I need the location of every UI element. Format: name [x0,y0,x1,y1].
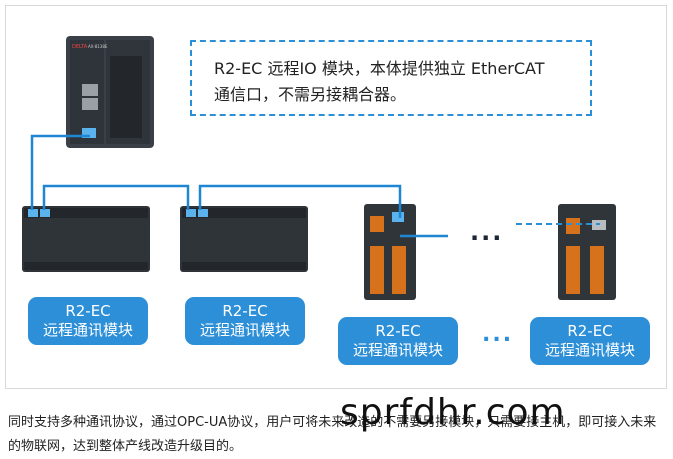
module-label-2-line1: R2-EC [222,302,268,320]
ethercat-port-icon [392,212,404,222]
module-label-3-line2: 远程通讯模块 [352,341,443,359]
module-label-1-line1: R2-EC [65,302,111,320]
ethercat-port-icon [40,209,50,217]
remote-io-module-1 [22,206,150,272]
ethercat-port-icon [198,209,208,217]
ellipsis-top: ... [470,218,504,246]
module-label-3-line1: R2-EC [375,322,421,340]
controller-model: AX-8138E [88,44,108,49]
module-label-4-line1: R2-EC [567,322,613,340]
module-label-1: R2-EC 远程通讯模块 [28,297,148,345]
module-label-4: R2-EC 远程通讯模块 [530,317,650,365]
ellipsis-bottom: ... [482,322,514,347]
module-label-4-line2: 远程通讯模块 [544,341,635,359]
ethernet-port-icon [82,84,98,96]
remote-io-module-2 [180,206,308,272]
caption-text: 同时支持多种通讯协议，通过OPC-UA协议，用户可将未来改造的不需要另接模块，只… [8,415,657,454]
controller-brand: DELTA [72,44,88,50]
ethercat-port-icon [82,128,96,138]
ethercat-port-icon [186,209,196,217]
remote-io-module-4 [558,204,616,300]
watermark: sprfdhr.com [340,392,566,433]
callout-note: R2-EC 远程IO 模块，本体提供独立 EtherCAT 通信口，不需另接耦合… [190,40,592,116]
module-label-3: R2-EC 远程通讯模块 [338,317,458,365]
module-label-1-line2: 远程通讯模块 [42,321,133,339]
callout-line-1: R2-EC 远程IO 模块，本体提供独立 EtherCAT [214,59,545,78]
ethercat-links [30,134,448,238]
callout-line-2: 通信口，不需另接耦合器。 [214,85,407,104]
ethercat-port-icon [28,209,38,217]
plc-controller: DELTA AX-8138E [66,36,154,148]
module-label-2-line2: 远程通讯模块 [199,321,290,339]
module-label-2: R2-EC 远程通讯模块 [185,297,305,345]
ethernet-port-icon [82,98,98,110]
remote-io-module-3 [364,204,416,300]
